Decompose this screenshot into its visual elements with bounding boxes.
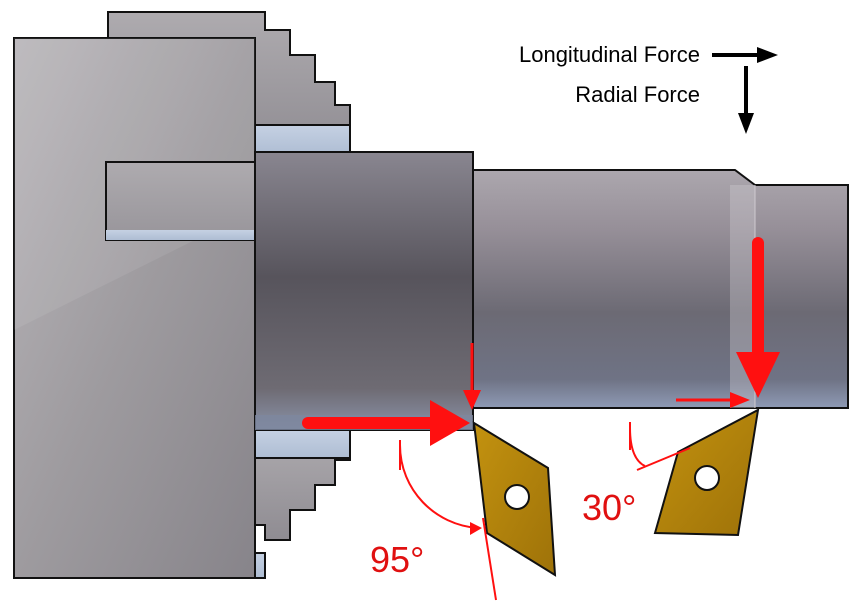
- left-cutting-insert: [472, 421, 557, 577]
- left-angle-label: 95°: [370, 539, 424, 580]
- right-radial-force-arrow: [736, 237, 780, 398]
- radial-force-label: Radial Force: [575, 82, 700, 107]
- right-longitudinal-force-arrow: [676, 392, 750, 408]
- right-cutting-insert: [653, 408, 760, 537]
- insert-hole: [694, 465, 720, 491]
- left-angle-arc: [399, 440, 497, 601]
- radial-arrow-icon: [738, 66, 754, 134]
- force-legend: Longitudinal Force Radial Force: [519, 42, 778, 134]
- longitudinal-force-label: Longitudinal Force: [519, 42, 700, 67]
- longitudinal-arrow-icon: [712, 47, 778, 63]
- right-angle-label: 30°: [582, 487, 636, 528]
- insert-hole: [504, 484, 530, 510]
- right-angle-arc: [629, 422, 691, 471]
- upper-jaw: [107, 11, 351, 156]
- left-longitudinal-force-arrow: [302, 400, 470, 446]
- workpiece: [472, 169, 849, 409]
- left-radial-force-arrow: [463, 343, 481, 410]
- large-shaft: [254, 151, 474, 431]
- chuck-body: [13, 37, 256, 579]
